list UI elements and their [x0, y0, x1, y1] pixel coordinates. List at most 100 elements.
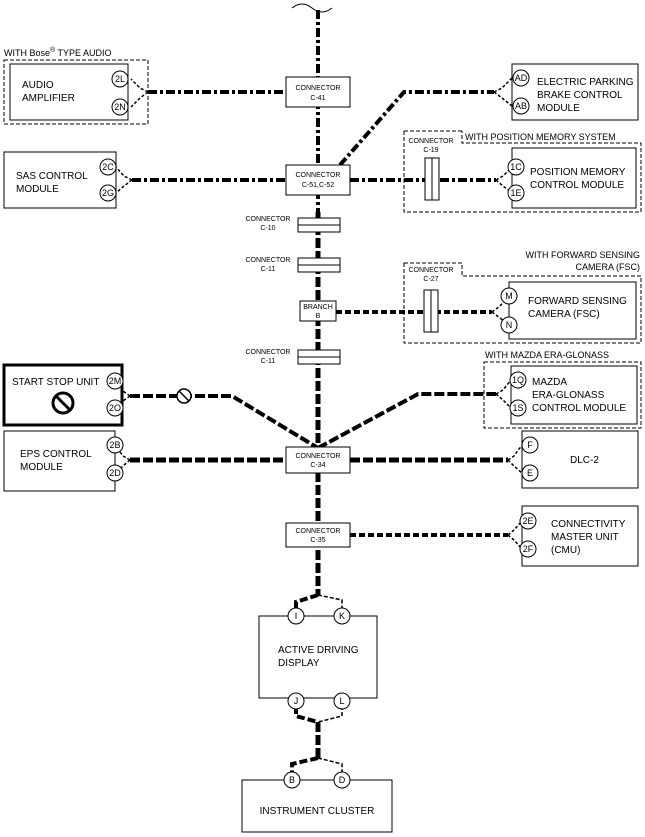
connector-c51-c52: CONNECTOR C-51,C-52 — [285, 164, 351, 196]
svg-text:C-11: C-11 — [261, 358, 276, 365]
wire-audio-fork — [130, 78, 149, 108]
svg-text:C-51,C-52: C-51,C-52 — [302, 182, 334, 189]
svg-text:INSTRUMENT CLUSTER: INSTRUMENT CLUSTER — [260, 806, 375, 817]
svg-text:CONNECTOR: CONNECTOR — [246, 257, 291, 264]
svg-text:C-10: C-10 — [260, 225, 275, 232]
svg-text:2C: 2C — [102, 162, 114, 172]
svg-text:WITH FORWARD SENSING: WITH FORWARD SENSING — [526, 250, 641, 260]
wave-break — [291, 3, 333, 13]
prohibited-icon — [51, 391, 75, 415]
position-memory-module: POSITION MEMORY CONTROL MODULE 1C 1E — [507, 147, 637, 209]
svg-text:CONNECTOR: CONNECTOR — [296, 172, 341, 179]
svg-text:POSITION MEMORY: POSITION MEMORY — [530, 167, 626, 178]
connector-c34: CONNECTOR C-34 — [285, 446, 351, 474]
svg-text:DLC-2: DLC-2 — [570, 455, 599, 466]
active-driving-display: ACTIVE DRIVING DISPLAY I K J L — [258, 607, 378, 710]
svg-text:C-34: C-34 — [310, 462, 325, 469]
wire-era — [317, 392, 496, 450]
instrument-cluster: INSTRUMENT CLUSTER B D — [241, 771, 393, 833]
branch-b: BRANCH B — [299, 300, 337, 322]
svg-text:K: K — [339, 611, 345, 621]
connector-c41: CONNECTOR C-41 — [285, 76, 351, 108]
svg-text:CONTROL MODULE: CONTROL MODULE — [532, 403, 626, 414]
wire-cmu-fork — [507, 520, 523, 550]
svg-text:MODULE: MODULE — [537, 103, 580, 114]
svg-text:J: J — [294, 696, 299, 706]
svg-text:BRAKE CONTROL: BRAKE CONTROL — [537, 90, 623, 101]
svg-text:(CMU): (CMU) — [551, 545, 580, 556]
connector-c10: CONNECTOR C-10 — [246, 216, 341, 233]
svg-text:DISPLAY: DISPLAY — [278, 658, 320, 669]
eps-control-module: EPS CONTROL MODULE 2B 2D — [3, 430, 124, 492]
svg-text:MASTER UNIT: MASTER UNIT — [551, 532, 619, 543]
start-stop-unit: START STOP UNIT 2M 2O — [2, 363, 124, 427]
svg-text:SAS CONTROL: SAS CONTROL — [16, 171, 88, 182]
svg-text:CONNECTOR: CONNECTOR — [409, 267, 454, 274]
svg-text:C-41: C-41 — [310, 95, 325, 102]
svg-text:CAMERA (FSC): CAMERA (FSC) — [575, 262, 640, 272]
svg-text:MODULE: MODULE — [16, 184, 59, 195]
svg-text:2F: 2F — [523, 544, 534, 554]
svg-text:BRANCH: BRANCH — [303, 304, 333, 311]
dlc2-connector: DLC-2 F E — [521, 430, 639, 489]
svg-text:CONNECTOR: CONNECTOR — [296, 528, 341, 535]
svg-text:N: N — [506, 320, 513, 330]
fsc-group: WITH FORWARD SENSING CAMERA (FSC) — [403, 250, 642, 344]
svg-text:D: D — [339, 775, 346, 785]
svg-text:ACTIVE DRIVING: ACTIVE DRIVING — [278, 645, 359, 656]
era-glonass-module: MAZDA ERA-GLONASS CONTROL MODULE 1Q 1S — [509, 365, 638, 425]
svg-text:CONNECTOR: CONNECTOR — [246, 349, 291, 356]
connector-c11-upper: CONNECTOR C-11 — [246, 257, 341, 273]
svg-text:CONNECTOR: CONNECTOR — [246, 216, 291, 223]
svg-text:AB: AB — [515, 101, 527, 111]
cmu-module: CONNECTIVITY MASTER UNIT (CMU) 2E 2F — [519, 505, 639, 567]
era-group: WITH MAZDA ERA-GLONASS — [483, 350, 642, 429]
svg-text:C-11: C-11 — [261, 266, 276, 273]
svg-text:EPS CONTROL: EPS CONTROL — [20, 449, 92, 460]
wire-dlc2-fork — [507, 444, 523, 474]
wire-era-fork — [495, 379, 512, 409]
svg-text:C-19: C-19 — [423, 147, 438, 154]
svg-text:C-35: C-35 — [310, 537, 325, 544]
svg-text:CONNECTIVITY: CONNECTIVITY — [551, 519, 626, 530]
connector-c27: CONNECTOR C-27 — [409, 267, 454, 333]
svg-text:MODULE: MODULE — [20, 462, 63, 473]
wire-epb — [338, 90, 494, 167]
svg-text:CONNECTOR: CONNECTOR — [409, 138, 454, 145]
svg-text:WITH POSITION MEMORY SYSTEM: WITH POSITION MEMORY SYSTEM — [465, 132, 616, 142]
svg-text:AD: AD — [515, 73, 528, 83]
svg-text:CONNECTOR: CONNECTOR — [296, 453, 341, 460]
svg-text:C-27: C-27 — [423, 276, 438, 283]
svg-text:2D: 2D — [109, 468, 121, 478]
svg-text:MAZDA: MAZDA — [532, 377, 567, 388]
svg-text:2N: 2N — [114, 102, 126, 112]
connector-c35: CONNECTOR C-35 — [285, 522, 351, 548]
svg-text:E: E — [527, 468, 533, 478]
svg-text:AMPLIFIER: AMPLIFIER — [22, 93, 75, 104]
svg-text:CAMERA (FSC): CAMERA (FSC) — [528, 309, 600, 320]
svg-text:I: I — [295, 611, 298, 621]
svg-text:L: L — [339, 696, 344, 706]
svg-text:B: B — [289, 775, 295, 785]
svg-text:WITH Bose® TYPE AUDIO: WITH Bose® TYPE AUDIO — [4, 46, 112, 58]
wire-start-stop — [130, 394, 320, 450]
sas-control-module: SAS CONTROL MODULE 2C 2G — [3, 151, 117, 209]
trunk-split-add — [294, 593, 319, 608]
position-memory-group: WITH POSITION MEMORY SYSTEM — [403, 130, 642, 213]
fsc-module: FORWARD SENSING CAMERA (FSC) M N — [500, 281, 637, 340]
svg-text:WITH MAZDA ERA-GLONASS: WITH MAZDA ERA-GLONASS — [485, 350, 609, 360]
svg-text:1C: 1C — [510, 162, 522, 172]
trunk-split-add-k — [317, 594, 343, 608]
svg-text:F: F — [527, 440, 533, 450]
svg-text:2M: 2M — [109, 376, 122, 386]
svg-text:ELECTRIC PARKING: ELECTRIC PARKING — [537, 77, 634, 88]
epb-control-module: ELECTRIC PARKING BRAKE CONTROL MODULE AD… — [511, 63, 639, 121]
audio-amplifier-module: AUDIO AMPLIFIER 2L 2N — [9, 63, 129, 121]
svg-text:2B: 2B — [109, 440, 120, 450]
svg-text:ERA-GLONASS: ERA-GLONASS — [532, 390, 605, 401]
svg-text:2L: 2L — [115, 74, 125, 84]
connector-c11-lower: CONNECTOR C-11 — [246, 349, 341, 365]
svg-text:AUDIO: AUDIO — [22, 80, 54, 91]
svg-text:CONTROL MODULE: CONTROL MODULE — [530, 180, 624, 191]
